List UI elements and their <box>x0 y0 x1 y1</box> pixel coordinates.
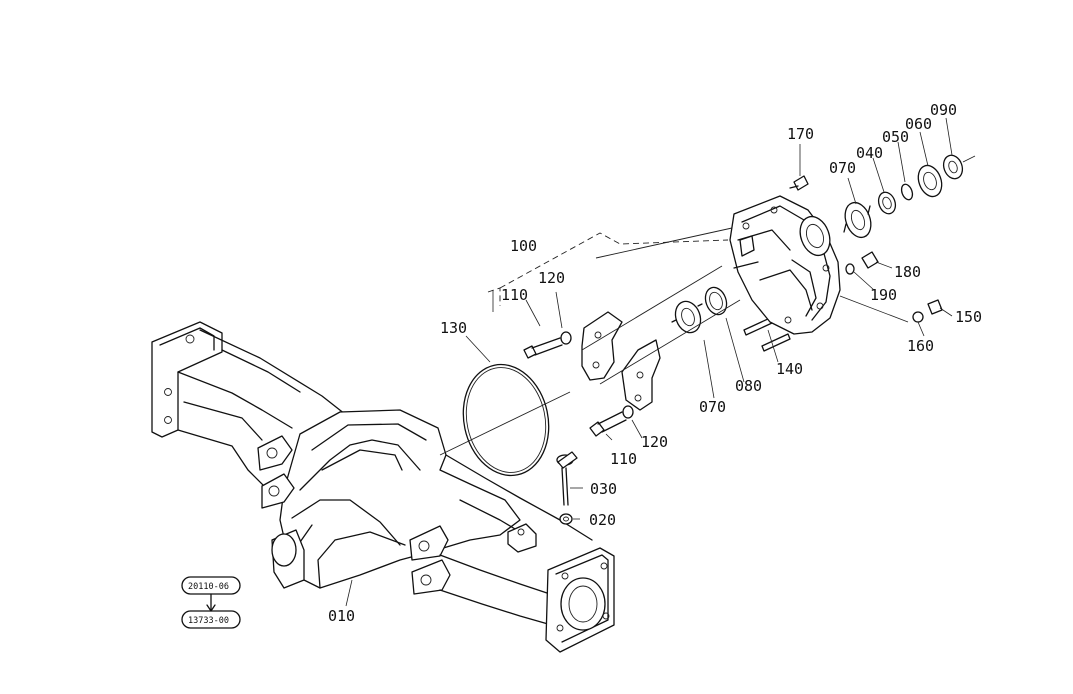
callout-030: 030 <box>590 480 617 498</box>
callout-110-lower: 110 <box>610 450 637 468</box>
bearing-housing <box>729 195 841 335</box>
callout-090: 090 <box>930 101 957 119</box>
dipstick <box>556 451 578 506</box>
washer-160 <box>912 311 924 323</box>
bearing-inner <box>671 300 703 334</box>
callout-070-bottom: 070 <box>699 398 726 416</box>
callout-150: 150 <box>955 308 982 326</box>
callout-190: 190 <box>870 286 897 304</box>
washer-upper <box>560 331 572 345</box>
callout-140: 140 <box>776 360 803 378</box>
reference-tag-bottom: 13733-00 <box>188 616 229 626</box>
callout-080: 080 <box>735 377 762 395</box>
callout-120-upper: 120 <box>538 269 565 287</box>
snap-ring-050 <box>900 183 914 201</box>
callout-050: 050 <box>882 128 909 146</box>
callout-100: 100 <box>510 237 537 255</box>
bearing-060 <box>917 164 943 198</box>
callout-160: 160 <box>907 337 934 355</box>
bolt-180 <box>861 251 879 269</box>
callout-180: 180 <box>894 263 921 281</box>
reference-tags: 20110-06 13733-00 <box>181 576 241 629</box>
nut-090 <box>942 154 964 180</box>
bolt-lower <box>589 411 627 437</box>
leader-lines <box>345 117 953 607</box>
washer-lower <box>622 405 634 419</box>
plug-washer <box>559 513 573 525</box>
washer-190 <box>845 263 855 275</box>
callout-060: 060 <box>905 115 932 133</box>
oil-seal <box>704 286 728 316</box>
callout-170: 170 <box>787 125 814 143</box>
o-ring <box>462 363 550 477</box>
reference-tag-top: 20110-06 <box>188 582 229 592</box>
callout-120-lower: 120 <box>641 433 668 451</box>
callout-070-right: 070 <box>829 159 856 177</box>
spacer-040 <box>877 191 897 215</box>
callout-010: 010 <box>328 607 355 625</box>
bearing-outer <box>843 201 872 239</box>
callout-110-upper: 110 <box>501 286 528 304</box>
nut-150 <box>927 299 943 315</box>
axle-housing <box>151 321 615 653</box>
bearing-collar-halves <box>581 311 661 411</box>
callout-020: 020 <box>589 511 616 529</box>
bolt-170 <box>789 175 809 191</box>
callout-labels: 010 020 030 040 050 060 070 070 080 090 … <box>328 101 982 625</box>
callout-040: 040 <box>856 144 883 162</box>
callout-130: 130 <box>440 319 467 337</box>
bolt-upper <box>523 337 563 359</box>
